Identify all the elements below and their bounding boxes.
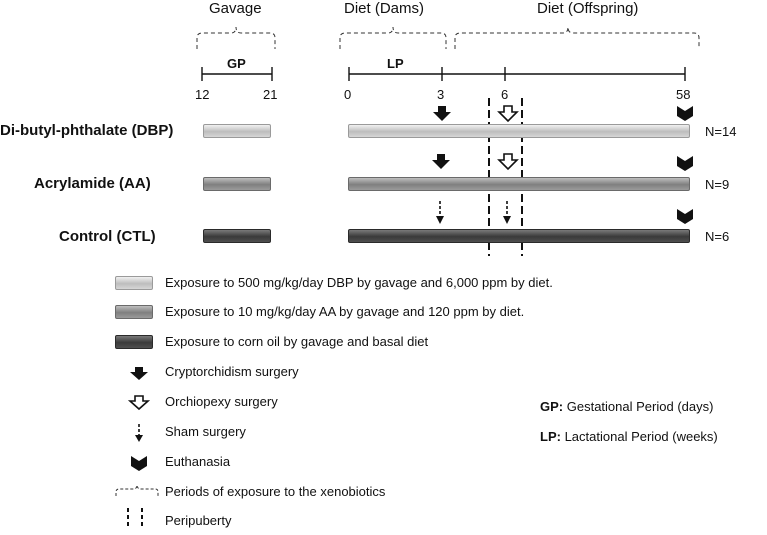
- diet-bar-ctl: [348, 229, 690, 243]
- tick-week-3: 3: [437, 87, 445, 102]
- tick-week-0: 0: [344, 87, 352, 102]
- group-label-aa: Acrylamide (AA): [34, 175, 151, 192]
- brace-diet-offspring: [454, 26, 700, 49]
- lp-label: LP: [387, 56, 404, 71]
- abbrev-gp-text: Gestational Period (days): [566, 399, 714, 414]
- tick-week-58: 58: [676, 87, 691, 102]
- brace-diet-dams: [339, 26, 447, 49]
- legend-dbp-text: Exposure to 500 mg/kg/day DBP by gavage …: [165, 275, 553, 290]
- header-diet-offspring: Diet (Offspring): [537, 0, 639, 17]
- group-label-ctl: Control (CTL): [59, 228, 156, 245]
- n-count-dbp: N=14: [705, 124, 737, 139]
- legend-aa-swatch: [115, 305, 153, 319]
- legend-orchiopexy-text: Orchiopexy surgery: [165, 394, 278, 409]
- legend-orchiopexy-icon: [127, 395, 151, 411]
- tick-gp-end: 21: [263, 87, 278, 102]
- abbrev-lp-text: Lactational Period (weeks): [564, 429, 718, 444]
- legend-ctl-swatch: [115, 335, 153, 349]
- cryptorchidism-arrow-icon: [432, 154, 450, 169]
- tick-gp-start: 12: [195, 87, 210, 102]
- cryptorchidism-arrow-icon: [433, 106, 451, 121]
- euthanasia-icon: [677, 106, 693, 121]
- abbrev-gp: GP: Gestational Period (days): [540, 399, 713, 414]
- n-count-aa: N=9: [705, 177, 730, 192]
- diet-bar-aa: [348, 177, 690, 191]
- euthanasia-icon: [677, 209, 693, 224]
- legend-aa-text: Exposure to 10 mg/kg/day AA by gavage an…: [165, 304, 525, 319]
- legend-period-brace-icon: [115, 484, 159, 496]
- gavage-bar-aa: [203, 177, 271, 191]
- header-gavage: Gavage: [209, 0, 262, 17]
- legend-sham-text: Sham surgery: [165, 424, 246, 439]
- group-label-dbp: Di-butyl-phthalate (DBP): [0, 122, 174, 139]
- legend-period-text: Periods of exposure to the xenobiotics: [165, 484, 386, 499]
- header-diet-dams: Diet (Dams): [344, 0, 425, 17]
- legend-euthanasia-text: Euthanasia: [165, 454, 231, 469]
- n-count-ctl: N=6: [705, 229, 730, 244]
- legend-cryptorchidism-text: Cryptorchidism surgery: [165, 364, 299, 379]
- orchiopexy-arrow-icon: [497, 105, 519, 123]
- gp-label: GP: [227, 56, 246, 71]
- legend-dbp-swatch: [115, 276, 153, 290]
- brace-gavage: [196, 26, 276, 49]
- abbrev-gp-key: GP:: [540, 399, 564, 414]
- orchiopexy-arrow-icon: [497, 153, 519, 171]
- gavage-bar-dbp: [203, 124, 271, 138]
- gavage-bar-ctl: [203, 229, 271, 243]
- euthanasia-icon: [677, 156, 693, 171]
- abbrev-lp: LP: Lactational Period (weeks): [540, 429, 718, 444]
- legend-ctl-text: Exposure to corn oil by gavage and basal…: [165, 334, 429, 349]
- legend-peripuberty-text: Peripuberty: [165, 513, 232, 528]
- legend-cryptorchidism-icon: [130, 367, 148, 380]
- abbrev-lp-key: LP:: [540, 429, 561, 444]
- tick-week-6: 6: [501, 87, 509, 102]
- legend-euthanasia-icon: [131, 456, 147, 471]
- diet-bar-dbp: [348, 124, 690, 138]
